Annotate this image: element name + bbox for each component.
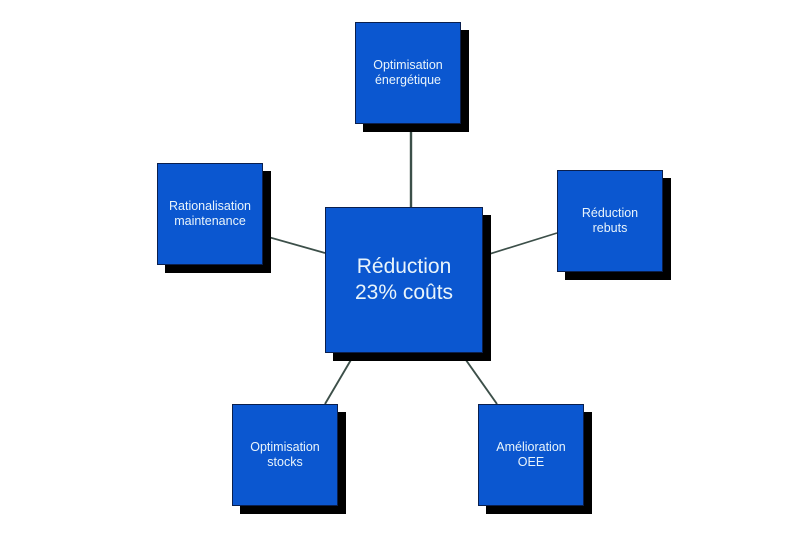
node-label-reduction-rebuts: Réduction rebuts: [581, 205, 639, 235]
connector-center-bottom-left: [324, 352, 356, 405]
node-label-amelioration-oee: Amélioration OEE: [496, 439, 566, 469]
connector-center-right: [482, 232, 558, 257]
node-label-optimisation-energetique: Optimisation énergétique: [373, 57, 443, 87]
node-reduction-rebuts[interactable]: Réduction rebuts: [557, 170, 663, 272]
node-optimisation-stocks[interactable]: Optimisation stocks: [232, 404, 338, 506]
connector-center-left: [253, 232, 326, 254]
node-reduction-couts[interactable]: Réduction 23% coûts: [325, 207, 483, 353]
node-label-reduction-couts: Réduction 23% coûts: [354, 255, 454, 304]
node-optimisation-energetique[interactable]: Optimisation énergétique: [355, 22, 461, 124]
node-rationalisation-maintenance[interactable]: Rationalisation maintenance: [157, 163, 263, 265]
node-label-rationalisation-maintenance: Rationalisation maintenance: [169, 198, 251, 228]
node-label-optimisation-stocks: Optimisation stocks: [250, 439, 320, 469]
connector-center-bottom-right: [460, 352, 498, 405]
node-amelioration-oee[interactable]: Amélioration OEE: [478, 404, 584, 506]
